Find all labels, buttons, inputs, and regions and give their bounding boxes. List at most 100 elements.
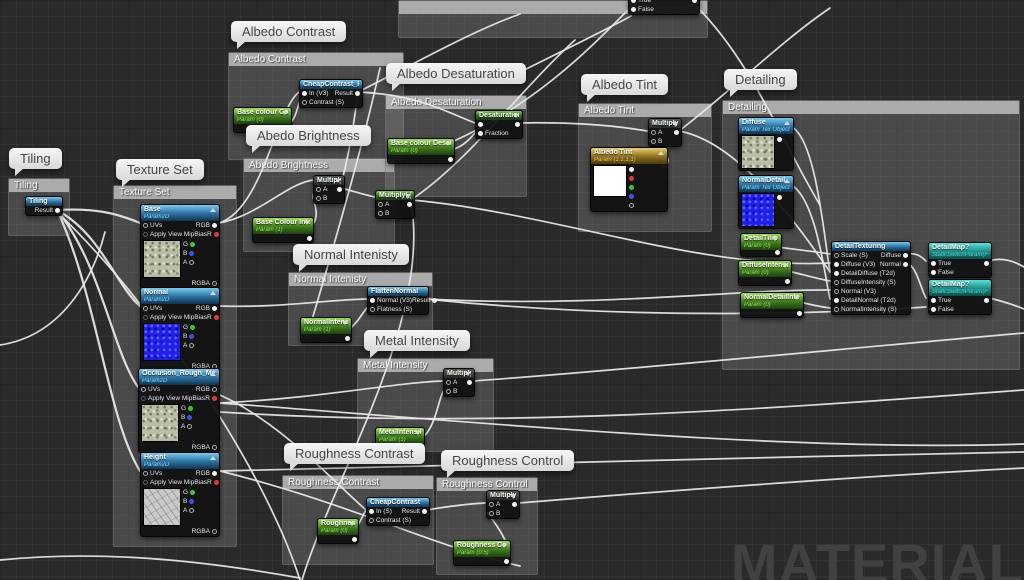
g-pin-icon[interactable] [188,406,194,411]
uvs-pin-icon[interactable] [141,387,146,392]
collapse-arrow-icon[interactable] [415,431,421,435]
node-roughness[interactable]: RoughnessParam (0) [317,518,359,544]
comment-title[interactable]: Albedo Contrast [229,53,403,66]
pin-out[interactable] [478,122,483,127]
a-pin-icon[interactable] [189,260,195,265]
normal-v3--pin-icon[interactable] [370,298,375,303]
pin-out[interactable] [629,174,665,183]
pin-apply-view-mipbias[interactable]: Apply View MipBias [143,231,207,239]
normal-v3--pin-icon[interactable] [834,289,839,294]
pin-contrast-s-[interactable]: Contrast (S) [369,517,411,525]
pin-a[interactable]: A [316,186,327,194]
fraction-pin-icon[interactable] [478,131,483,136]
pin-a[interactable]: A [651,129,662,137]
collapse-arrow-icon[interactable] [349,522,355,526]
uvs-pin-icon[interactable] [143,306,148,311]
node-header[interactable]: DetailMap?StaticSwitchParam(False) [929,280,991,296]
pin-g[interactable]: G [183,240,217,249]
out-pin-icon[interactable] [337,187,342,192]
collapse-arrow-icon[interactable] [445,142,451,146]
pin-b[interactable]: B [183,497,217,506]
result-pin-icon[interactable] [422,509,427,514]
pin-out[interactable] [777,135,791,144]
node-normal-detail-intensity[interactable]: NormalDetailIntensityParam (0) [740,292,804,318]
node-roughness-control[interactable]: Roughness ControlParam (0.5) [453,540,511,566]
in-s--pin-icon[interactable] [369,509,374,514]
pin-out[interactable] [307,236,312,241]
contrast-s--pin-icon[interactable] [369,518,374,523]
pin-out[interactable] [515,122,520,127]
r-pin-icon[interactable] [213,315,219,320]
b-pin-icon[interactable] [489,511,494,516]
collapse-arrow-icon[interactable] [672,122,678,126]
b-pin-icon[interactable] [446,389,451,394]
pin-out[interactable] [337,187,342,192]
pin-b[interactable]: B [378,210,389,218]
pin-r[interactable]: R [207,314,219,322]
b-pin-icon[interactable] [187,415,193,420]
a-pin-icon[interactable] [378,202,383,207]
node-header[interactable]: CheapContrast [367,498,429,507]
pin-a[interactable]: A [183,506,217,515]
collapse-arrow-icon[interactable] [335,179,341,183]
pin-flatness-s-[interactable]: Flatness (S) [370,306,412,314]
collapse-arrow-icon[interactable] [465,372,471,376]
a-pin-icon[interactable] [316,187,321,192]
node-header[interactable]: Multiply(,) [376,191,414,200]
apply-view-mipbias-pin-icon[interactable] [141,396,146,401]
pin-out[interactable] [674,130,679,135]
detailnormal-t2d--pin-icon[interactable] [834,298,839,303]
pin-out[interactable] [984,261,989,266]
r-pin-icon[interactable] [212,396,217,401]
out-pin-icon[interactable] [629,176,634,181]
pin-r[interactable]: R [205,395,217,403]
comment-title[interactable]: Roughness Contrast [283,476,433,489]
rgba-pin-icon[interactable] [212,281,217,286]
pin-diffuse-v3-[interactable]: Diffuse (V3) [834,261,875,269]
comment-title[interactable]: Normal Intenisty [289,273,432,286]
collapse-arrow-icon[interactable] [405,194,411,198]
pin-rgb[interactable]: RGB [196,305,217,313]
comment-title[interactable]: Detailing [723,101,1019,114]
pin-b[interactable]: B [446,388,457,396]
pin-diffuseintensity-s-[interactable]: DiffuseIntensity (S) [834,279,896,287]
out-pin-icon[interactable] [777,195,782,200]
collapse-arrow-icon[interactable] [772,237,778,241]
false-pin-icon[interactable] [631,7,636,12]
rgb-pin-icon[interactable] [212,223,217,228]
node-base-colour-intensity[interactable]: Base Colour IntensityParam (1) [252,217,314,243]
out-pin-icon[interactable] [407,202,412,207]
apply-view-mipbias-pin-icon[interactable] [143,480,148,485]
r-pin-icon[interactable] [213,480,219,485]
pin-rgb[interactable]: RGB [196,470,217,478]
pin-result[interactable]: Result [402,508,427,516]
pin-uvs[interactable]: UVs [143,222,162,230]
pin-out[interactable] [629,201,665,210]
out-pin-icon[interactable] [448,157,453,162]
pin-out[interactable] [629,192,665,201]
collapse-arrow-icon[interactable] [304,221,310,225]
pin-g[interactable]: G [183,488,217,497]
pin-apply-view-mipbias[interactable]: Apply View MipBias [143,314,207,322]
pin-a[interactable]: A [378,201,389,209]
node-header[interactable]: Multiply [649,119,681,128]
comment-title[interactable]: Tiling [9,179,69,192]
pin-diffuse[interactable]: Diffuse [881,252,908,260]
pin-true[interactable]: True [631,0,651,5]
node-header[interactable]: Desaturation [476,111,522,120]
diffuse-pin-icon[interactable] [903,253,908,258]
false-pin-icon[interactable] [931,270,936,275]
result-pin-icon[interactable] [55,208,60,213]
pin-detaildiffuse-t2d-[interactable]: DetailDiffuse (T2d) [834,270,895,278]
